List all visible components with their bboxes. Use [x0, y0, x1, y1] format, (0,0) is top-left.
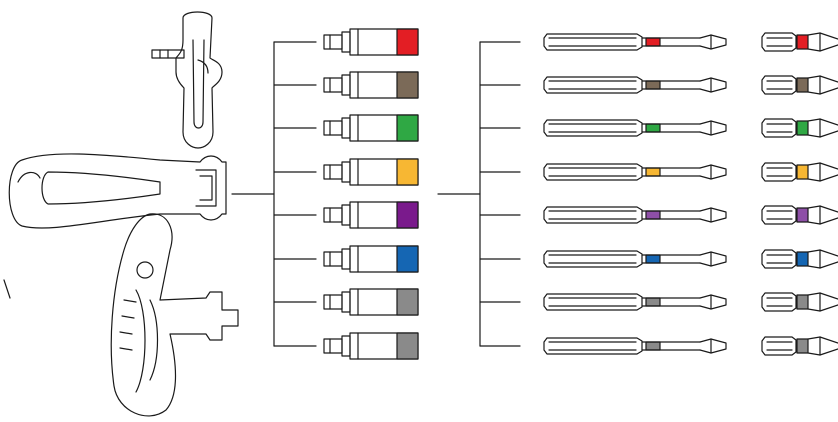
long-bit-color-band — [645, 167, 661, 177]
short-bit-color-band — [796, 294, 809, 310]
long-bit-color-band — [645, 80, 661, 90]
adapter-color-band — [396, 288, 419, 316]
straight-handle-icon — [8, 153, 227, 229]
long-bit-8 — [479, 337, 727, 355]
short-bit-8 — [761, 336, 838, 356]
short-bit-7 — [761, 292, 838, 312]
short-bit-color-band — [796, 120, 809, 136]
short-bit-1 — [761, 32, 838, 52]
long-bit-color-band — [645, 341, 661, 351]
long-bit-7 — [479, 293, 727, 311]
short-bit-color-band — [796, 251, 809, 267]
adapters-column — [273, 28, 419, 360]
long-bit-2 — [479, 76, 727, 94]
long-bit-6 — [479, 250, 727, 268]
adapter-5 — [273, 201, 419, 229]
short-bit-3 — [761, 118, 838, 138]
adapter-2 — [273, 71, 419, 99]
short-bit-color-band — [796, 164, 809, 180]
short-bit-color-band — [796, 34, 809, 50]
adapter-1 — [273, 28, 419, 56]
adapter-color-band — [396, 71, 419, 99]
short-bit-6 — [761, 249, 838, 269]
pistol-grip-handle-icon — [110, 213, 239, 417]
stray-mark — [3, 279, 11, 299]
long-bit-5 — [479, 206, 727, 224]
adapter-8 — [273, 332, 419, 360]
adapter-color-band — [396, 114, 419, 142]
adapter-7 — [273, 288, 419, 316]
short-bit-4 — [761, 162, 838, 182]
long-bit-4 — [479, 163, 727, 181]
adapter-4 — [273, 158, 419, 186]
t-handle-icon — [151, 11, 223, 149]
adapter-3 — [273, 114, 419, 142]
short-bit-2 — [761, 75, 838, 95]
short-bit-5 — [761, 205, 838, 225]
adapter-color-band — [396, 245, 419, 273]
long-bit-color-band — [645, 210, 661, 220]
long-bit-color-band — [645, 37, 661, 47]
adapter-color-band — [396, 28, 419, 56]
long-bit-color-band — [645, 297, 661, 307]
short-bit-color-band — [796, 207, 809, 223]
short-bit-color-band — [796, 77, 809, 93]
adapter-color-band — [396, 201, 419, 229]
long-bit-3 — [479, 119, 727, 137]
long-bit-color-band — [645, 123, 661, 133]
long-bit-color-band — [645, 254, 661, 264]
adapter-color-band — [396, 158, 419, 186]
long-bits-column — [479, 33, 727, 355]
short-bits-column — [761, 32, 838, 356]
adapter-6 — [273, 245, 419, 273]
long-bit-1 — [479, 33, 727, 51]
adapter-color-band — [396, 332, 419, 360]
short-bit-color-band — [796, 338, 809, 354]
